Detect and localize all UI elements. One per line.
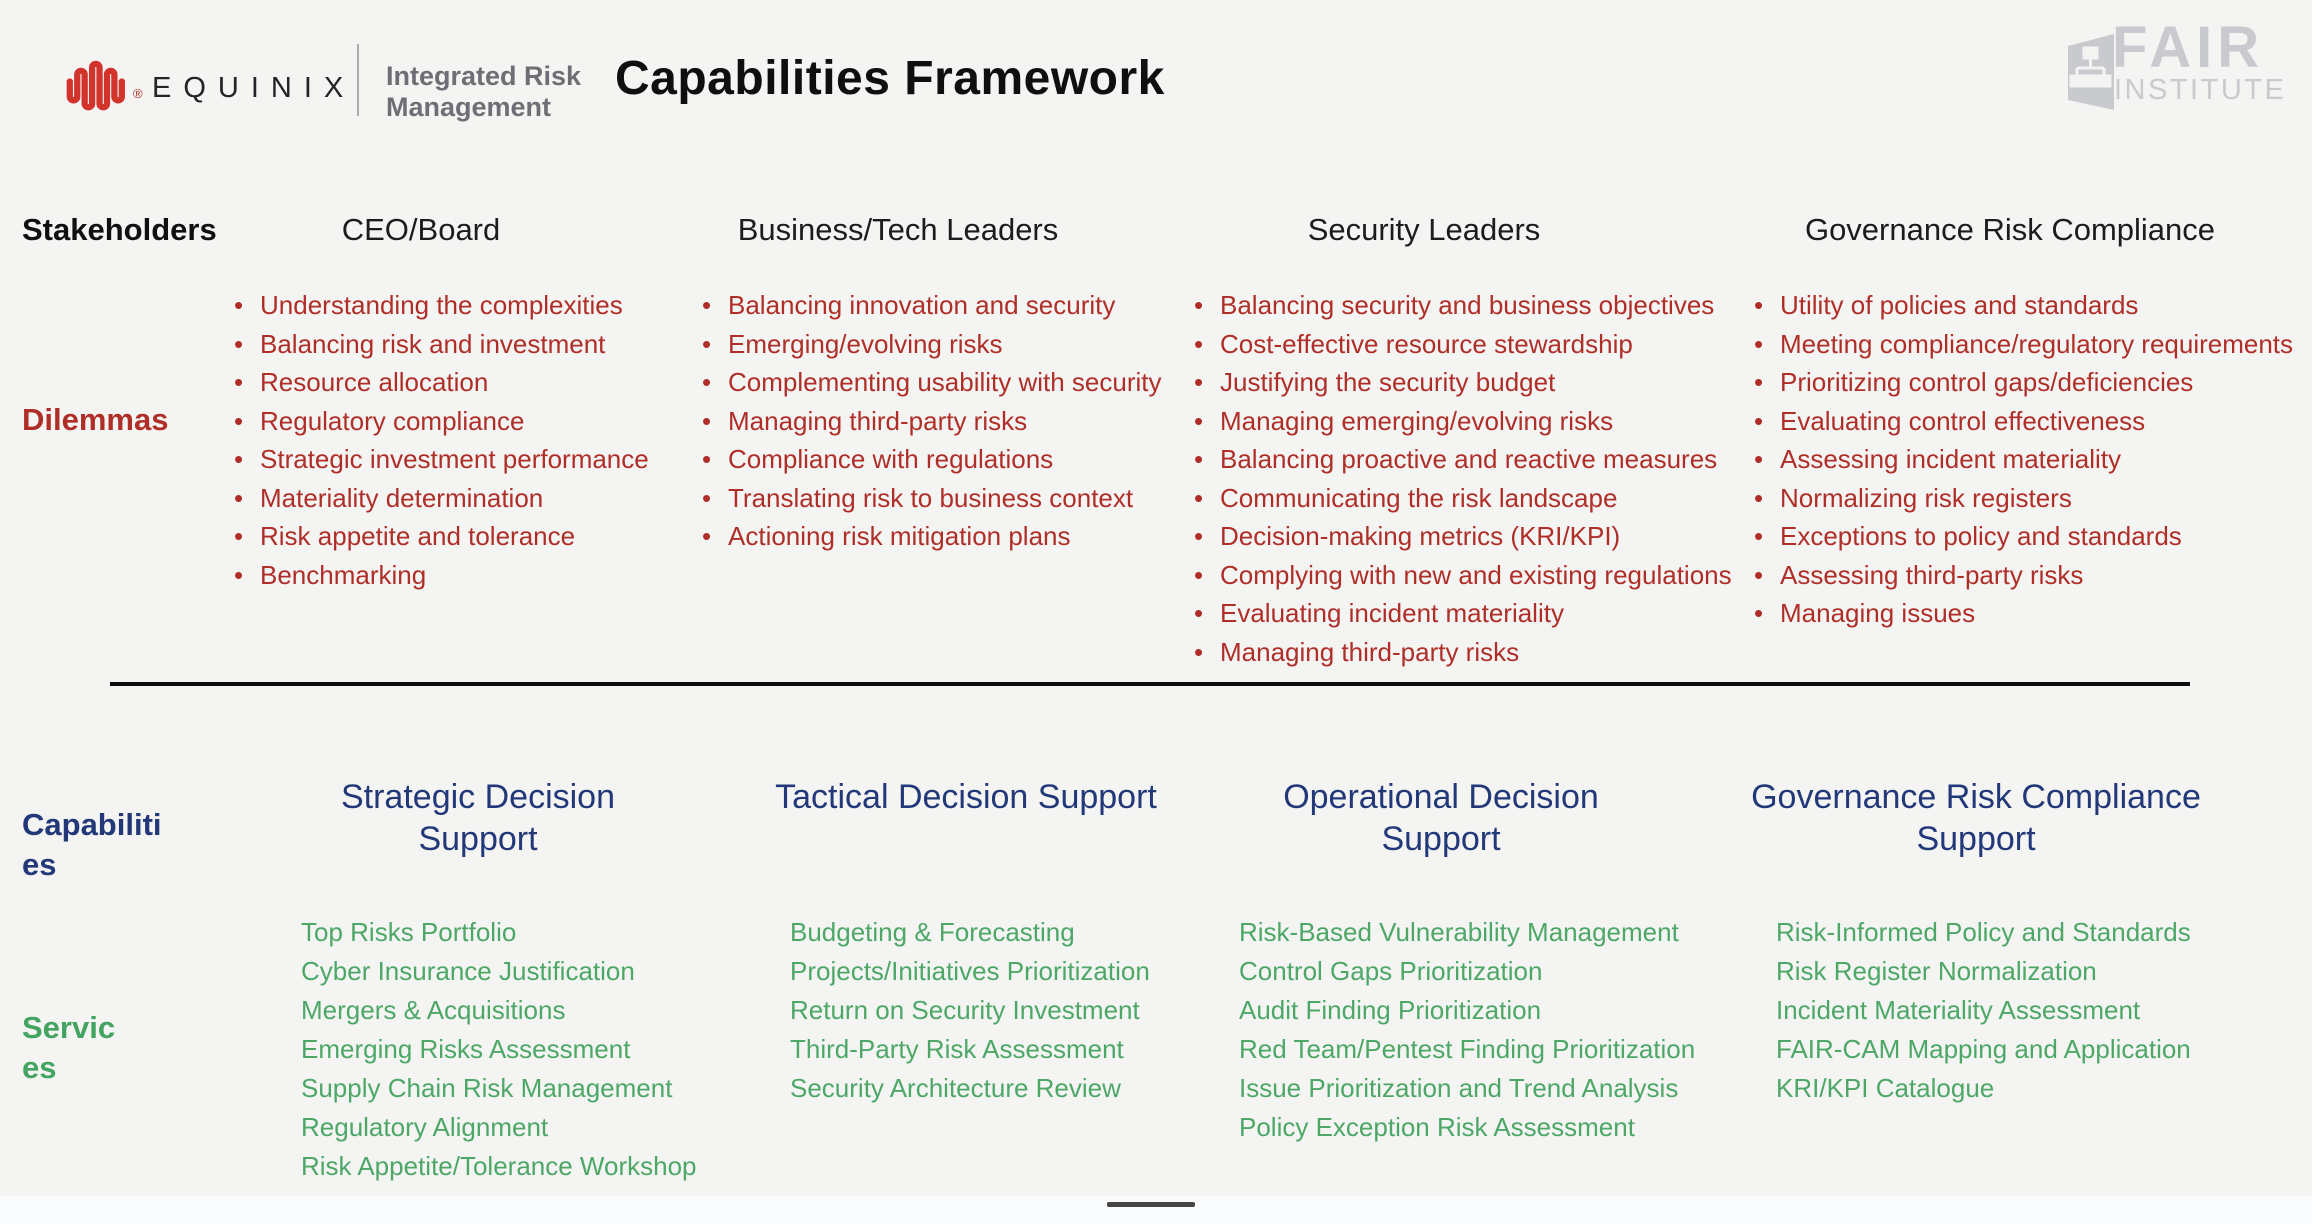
service-item: Risk-Informed Policy and Standards	[1776, 917, 2191, 947]
service-item: Budgeting & Forecasting	[790, 917, 1075, 947]
stakeholder-ceo-board: CEO/Board	[341, 212, 501, 247]
row-label-services: Services	[22, 1010, 116, 1085]
dilemma-item: Actioning risk mitigation plans	[700, 517, 1182, 556]
section-divider	[110, 682, 2190, 686]
row-label-capabilities: Capabilities	[22, 807, 162, 882]
capability-strategic-decision-support: Strategic Decision Support	[340, 778, 615, 858]
dilemma-item: Normalizing risk registers	[1752, 479, 2312, 518]
service-item: Risk Register Normalization	[1776, 956, 2097, 986]
services-list-strategic: Top Risks Portfolio Cyber Insurance Just…	[301, 918, 761, 1191]
dilemma-item: Balancing proactive and reactive measure…	[1192, 440, 1748, 479]
service-item: FAIR-CAM Mapping and Application	[1776, 1034, 2191, 1064]
dilemma-item: Benchmarking	[232, 556, 677, 595]
service-item: Audit Finding Prioritization	[1239, 995, 1542, 1025]
equinix-wordmark: EQUINIX	[152, 72, 356, 104]
service-item: Security Architecture Review	[790, 1073, 1121, 1103]
stakeholder-governance-risk-compliance: Governance Risk Compliance	[1804, 212, 2216, 247]
header-divider	[357, 44, 359, 116]
stakeholder-business-tech-leaders: Business/Tech Leaders	[737, 212, 1059, 247]
service-item: Mergers & Acquisitions	[301, 995, 566, 1025]
service-item: Top Risks Portfolio	[301, 917, 517, 947]
dilemma-item: Meeting compliance/regulatory requiremen…	[1752, 325, 2312, 364]
dilemma-item: Resource allocation	[232, 363, 677, 402]
dilemma-item: Risk appetite and tolerance	[232, 517, 677, 556]
dilemma-item: Translating risk to business context	[700, 479, 1182, 518]
services-list-tactical: Budgeting & Forecasting Projects/Initiat…	[790, 918, 1190, 1113]
service-item: Risk-Based Vulnerability Management	[1239, 917, 1679, 947]
service-item: KRI/KPI Catalogue	[1776, 1073, 1995, 1103]
service-item: Incident Materiality Assessment	[1776, 995, 2141, 1025]
services-list-operational: Risk-Based Vulnerability Management Cont…	[1239, 918, 1749, 1152]
dilemma-item: Managing third-party risks	[1192, 633, 1748, 672]
service-item: Supply Chain Risk Management	[301, 1073, 673, 1103]
dilemma-item: Compliance with regulations	[700, 440, 1182, 479]
dilemma-item: Communicating the risk landscape	[1192, 479, 1748, 518]
fair-institute-logo: FAIR INSTITUTE	[2068, 15, 2288, 126]
row-label-stakeholders: Stakeholders	[22, 212, 217, 247]
dilemma-item: Complying with new and existing regulati…	[1192, 556, 1748, 595]
dilemma-item: Understanding the complexities	[232, 286, 677, 325]
capability-tactical-decision-support: Tactical Decision Support	[775, 778, 1157, 816]
dilemma-item: Emerging/evolving risks	[700, 325, 1182, 364]
service-item: Policy Exception Risk Assessment	[1239, 1112, 1635, 1142]
service-item: Regulatory Alignment	[301, 1112, 549, 1142]
dilemma-item: Exceptions to policy and standards	[1752, 517, 2312, 556]
capability-operational-decision-support: Operational Decision Support	[1283, 778, 1599, 858]
service-item: Risk Appetite/Tolerance Workshop	[301, 1151, 697, 1181]
dilemma-item: Strategic investment performance	[232, 440, 677, 479]
stakeholder-security-leaders: Security Leaders	[1307, 212, 1541, 247]
dilemma-item: Managing issues	[1752, 594, 2312, 633]
dilemma-item: Justifying the security budget	[1192, 363, 1748, 402]
service-item: Third-Party Risk Assessment	[790, 1034, 1124, 1064]
dilemma-item: Prioritizing control gaps/deficiencies	[1752, 363, 2312, 402]
service-item: Return on Security Investment	[790, 995, 1140, 1025]
row-label-dilemmas: Dilemmas	[22, 402, 169, 437]
capability-grc-support: Governance Risk Compliance Support	[1751, 778, 2201, 858]
service-item: Projects/Initiatives Prioritization	[790, 956, 1150, 986]
dilemma-item: Balancing security and business objectiv…	[1192, 286, 1748, 325]
dilemma-item: Assessing incident materiality	[1752, 440, 2312, 479]
dilemma-item: Cost-effective resource stewardship	[1192, 325, 1748, 364]
division-line1: Integrated Risk	[386, 61, 582, 91]
dilemma-item: Balancing risk and investment	[232, 325, 677, 364]
service-item: Issue Prioritization and Trend Analysis	[1239, 1073, 1679, 1103]
dilemmas-list-governance-risk-compliance: Utility of policies and standards Meetin…	[1752, 286, 2312, 633]
dilemma-item: Balancing innovation and security	[700, 286, 1182, 325]
dilemma-item: Managing emerging/evolving risks	[1192, 402, 1748, 441]
bottom-strip	[0, 1196, 2312, 1224]
fair-logo-word: FAIR	[2112, 15, 2265, 80]
service-item: Red Team/Pentest Finding Prioritization	[1239, 1034, 1696, 1064]
dilemma-item: Regulatory compliance	[232, 402, 677, 441]
fair-pennant-icon	[2068, 34, 2114, 115]
dilemma-item: Decision-making metrics (KRI/KPI)	[1192, 517, 1748, 556]
services-list-grc: Risk-Informed Policy and Standards Risk …	[1776, 918, 2276, 1113]
service-item: Control Gaps Prioritization	[1239, 956, 1543, 986]
division-line2: Management	[386, 92, 552, 122]
equinix-logo-icon	[64, 56, 136, 119]
dilemma-item: Assessing third-party risks	[1752, 556, 2312, 595]
dilemma-item: Managing third-party risks	[700, 402, 1182, 441]
dilemmas-list-ceo-board: Understanding the complexities Balancing…	[232, 286, 677, 594]
dilemma-item: Complementing usability with security	[700, 363, 1182, 402]
service-item: Emerging Risks Assessment	[301, 1034, 631, 1064]
service-item: Cyber Insurance Justification	[301, 956, 635, 986]
page-title: Capabilities Framework	[615, 52, 1165, 105]
dilemma-item: Materiality determination	[232, 479, 677, 518]
division-name: Integrated Risk Management	[386, 61, 581, 123]
fair-logo-subword: INSTITUTE	[2114, 74, 2287, 106]
slide-progress-dash	[1107, 1202, 1195, 1207]
dilemmas-list-security-leaders: Balancing security and business objectiv…	[1192, 286, 1748, 671]
dilemmas-list-business-tech-leaders: Balancing innovation and security Emergi…	[700, 286, 1182, 556]
dilemma-item: Evaluating incident materiality	[1192, 594, 1748, 633]
registered-trademark: ®	[133, 86, 143, 101]
dilemma-item: Utility of policies and standards	[1752, 286, 2312, 325]
dilemma-item: Evaluating control effectiveness	[1752, 402, 2312, 441]
